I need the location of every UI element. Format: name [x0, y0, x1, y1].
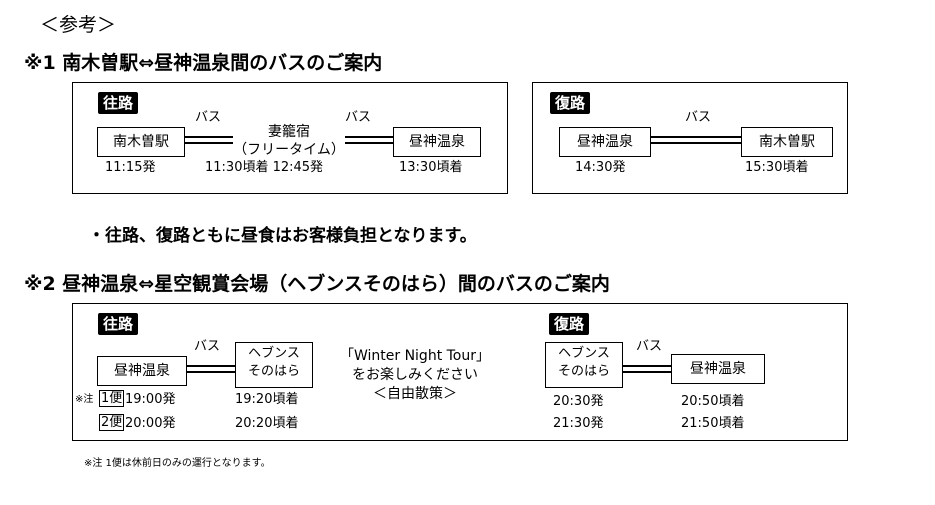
trip1-label: 1便 [99, 390, 125, 407]
station-name-line2: そのはら [557, 364, 610, 379]
section2-frame: 往路 バス 昼神温泉 ヘブンス そのはら ※注 1便 19:00発 19:20頃… [72, 303, 848, 441]
bus-route-line [623, 365, 671, 373]
section1-return-frame: 復路 バス 昼神温泉 南木曽駅 14:30発 15:30頃着 [532, 82, 848, 194]
station-box-hirugami: 昼神温泉 [393, 127, 481, 157]
bus-label: バス [345, 110, 372, 125]
note-mark: ※注 [75, 394, 94, 405]
event-title: 「Winter Night Tour」 [339, 348, 491, 364]
reference-heading: ＜参考＞ [40, 14, 117, 36]
station-box-heavens-sonohara: ヘブンス そのはら [545, 342, 623, 388]
via-time: 11:30頃着 12:45発 [205, 160, 324, 175]
station-box-hirugami: 昼神温泉 [559, 127, 651, 157]
departure-time: 14:30発 [575, 160, 626, 175]
via-name: 妻籠宿 [268, 124, 310, 140]
station-name-line1: ヘブンス [248, 346, 300, 361]
outbound-tag: 往路 [98, 313, 139, 335]
bus-route-line [651, 136, 741, 144]
event-free-walk: ＜自由散策＞ [373, 386, 457, 402]
trip1-arrival: 19:20頃着 [235, 392, 299, 407]
return-trip2-departure: 21:30発 [553, 416, 604, 431]
section2-title: ※2 昼神温泉⇔星空観賞会場（ヘブンスそのはら）間のバスのご案内 [24, 273, 610, 295]
bus-label: バス [194, 339, 221, 354]
bus-route-line [185, 136, 233, 144]
event-message: をお楽しみください [352, 367, 478, 383]
station-box-hirugami: 昼神温泉 [671, 354, 765, 384]
trip2-departure: 20:00発 [125, 416, 176, 431]
return-trip1-arrival: 20:50頃着 [681, 394, 745, 409]
bus-label: バス [685, 110, 712, 125]
return-tag: 復路 [549, 313, 590, 335]
arrival-time: 15:30頃着 [745, 160, 809, 175]
section1-outbound-frame: 往路 バス バス 南木曽駅 妻籠宿 （フリータイム） 昼神温泉 11:15発 1… [72, 82, 508, 194]
trip2-label-box: 2便 [99, 414, 125, 431]
bus-route-line [345, 136, 393, 144]
station-name-line2: そのはら [247, 364, 300, 379]
station-box-nagiso: 南木曽駅 [97, 127, 185, 157]
trip1-departure: 19:00発 [125, 392, 176, 407]
departure-time: 11:15発 [105, 160, 156, 175]
via-note: （フリータイム） [233, 142, 345, 158]
bus-label: バス [636, 339, 663, 354]
outbound-tag: 往路 [98, 92, 139, 114]
return-trip2-arrival: 21:50頃着 [681, 416, 745, 431]
return-tag: 復路 [550, 92, 591, 114]
arrival-time: 13:30頃着 [399, 160, 463, 175]
trip1-label-box: 1便 [99, 390, 125, 407]
bus-label: バス [195, 110, 222, 125]
trip2-arrival: 20:20頃着 [235, 416, 299, 431]
trip2-label: 2便 [99, 414, 125, 431]
station-box-heavens-sonohara: ヘブンス そのはら [235, 342, 313, 388]
station-name-line1: ヘブンス [558, 346, 610, 361]
station-box-nagiso: 南木曽駅 [741, 127, 833, 157]
lunch-note: ・往路、復路ともに昼食はお客様負担となります。 [88, 226, 477, 246]
footnote: ※注 1便は休前日のみの運行となります。 [84, 458, 271, 469]
station-box-hirugami: 昼神温泉 [97, 356, 187, 386]
section1-title: ※1 南木曽駅⇔昼神温泉間のバスのご案内 [24, 52, 383, 74]
bus-route-line [187, 365, 235, 373]
return-trip1-departure: 20:30発 [553, 394, 604, 409]
